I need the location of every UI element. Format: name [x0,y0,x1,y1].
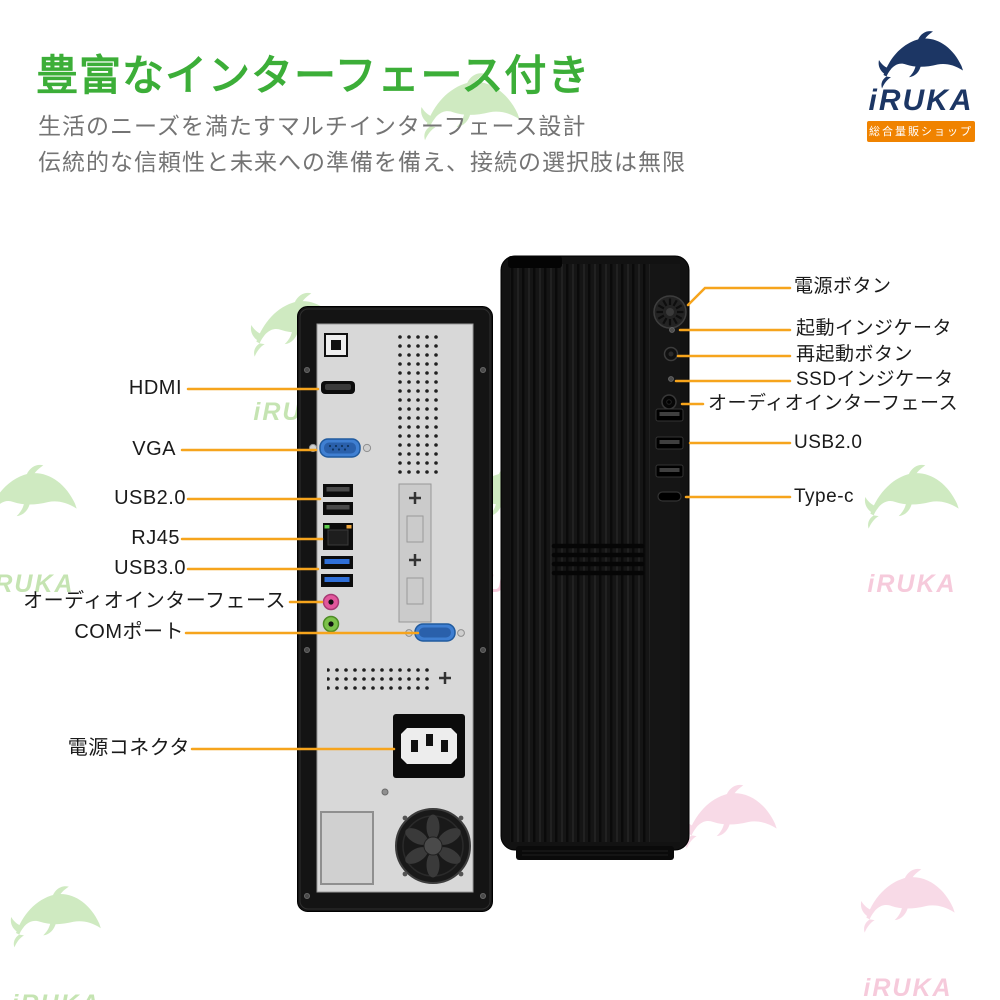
watermark: iRUKA [0,422,80,597]
brand-logo: iRUKA 総合量販ショップ [856,30,986,142]
watermark: iRUKA [862,422,962,597]
hdmi-port [321,381,355,394]
label-type-c: Type-c [794,486,855,507]
power-inlet [393,714,465,778]
brand-tagline: 総合量販ショップ [867,121,975,142]
page-title: 豊富なインターフェース付き [36,52,591,99]
label-com-port: COMポート [74,621,184,643]
label-usb3: USB3.0 [114,557,186,579]
subtitle-line-2: 伝統的な信頼性と未来への準備を備え、接続の選択肢は無限 [38,148,686,175]
restart-button [663,346,679,362]
label-power-indicator: 起動インジケータ [796,318,953,339]
usb2-ports [323,484,353,515]
usb3-ports [321,556,353,587]
vent-grid [393,334,439,476]
ssd-indicator-led [668,376,674,382]
label-audio-front: オーディオインターフェース [708,393,959,414]
watermark-text: iRUKA [863,974,953,1000]
side-vents [551,543,645,576]
watermark-dolphin-icon [0,422,80,572]
front-usb-ports [655,408,684,478]
top-notch [508,256,562,268]
watermark: iRUKA [858,826,958,1000]
label-usb2-rear: USB2.0 [114,487,186,509]
psu-bracket [320,811,374,885]
watermark-dolphin-icon [8,842,104,992]
header: 豊富なインターフェース付き 生活のニーズを満たすマルチインターフェース設計 伝統… [36,52,686,179]
label-rj45: RJ45 [131,527,180,549]
power-indicator-led [669,327,675,333]
label-power-connector: 電源コネクタ [67,737,190,759]
expansion-slots [398,483,432,623]
rj45-port [323,523,353,550]
type-c-port [657,491,682,502]
dolphin-logo-icon [870,30,972,90]
watermark: iRUKA [8,842,104,1000]
label-vga: VGA [132,438,176,460]
watermark-text: iRUKA [8,992,104,1000]
rear-panel-illustration [297,306,493,912]
chassis-screws [304,367,486,900]
label-restart-button: 再起動ボタン [796,344,914,365]
watermark-dolphin-icon [862,422,962,572]
label-hdmi: HDMI [128,377,182,399]
leader-line-power-button [686,286,792,307]
subtitle-line-1: 生活のニーズを満たすマルチインターフェース設計 [38,113,587,140]
watermark-dolphin-icon [858,826,958,976]
brand-name: iRUKA [868,84,974,117]
label-audio-rear: オーディオインターフェース [23,590,286,612]
tower-base [516,846,674,860]
front-audio-jack [661,394,677,410]
com-port [405,623,465,642]
power-button [653,295,687,329]
watermark-text: iRUKA [867,570,957,598]
label-usb2-front: USB2.0 [794,432,863,453]
front-panel-illustration [500,255,690,860]
panel-screw [381,788,389,796]
label-ssd-indicator: SSDインジケータ [796,369,954,390]
rear-fan [395,808,471,884]
label-power-button: 電源ボタン [794,276,892,297]
rear-audio-jacks [322,593,340,633]
vga-port [308,438,372,458]
lower-vent [327,664,451,692]
top-port [324,333,348,357]
